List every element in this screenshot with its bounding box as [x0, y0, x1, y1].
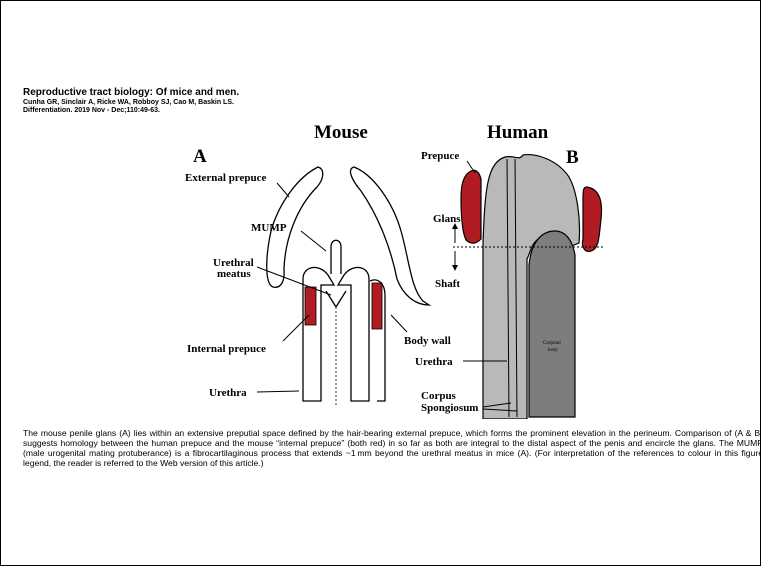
mouse-heading: Mouse	[314, 122, 368, 143]
label-corporal-body-line1: Corporal	[543, 341, 561, 346]
mouse-internal-prepuce-right	[372, 283, 382, 329]
label-corporal-body-line2: body	[548, 348, 559, 353]
anatomy-diagram: Mouse A External prepuce MUMP	[171, 119, 621, 419]
label-glans: Glans	[433, 213, 461, 225]
article-authors: Cunha GR, Sinclair A, Ricke WA, Robboy S…	[23, 99, 753, 107]
human-prepuce-right	[582, 187, 601, 251]
mouse-glans-right	[338, 267, 369, 401]
label-corpus-line2: Spongiosum	[421, 402, 478, 414]
human-heading: Human	[487, 122, 549, 143]
label-urethral-meatus-line2: meatus	[217, 268, 251, 280]
label-human-urethra: Urethra	[415, 356, 453, 368]
label-prepuce: Prepuce	[421, 150, 459, 162]
mouse-urethral-meatus	[326, 291, 346, 307]
panel-letter-a: A	[193, 146, 207, 167]
label-external-prepuce: External prepuce	[185, 172, 266, 184]
label-mump: MUMP	[251, 222, 287, 234]
human-corpus-cavernosum	[529, 231, 575, 417]
label-mouse-urethra: Urethra	[209, 387, 247, 399]
article-title: Reproductive tract biology: Of mice and …	[23, 87, 753, 99]
label-corpus-line1: Corpus	[421, 390, 457, 402]
mouse-mump	[331, 240, 341, 274]
label-body-wall: Body wall	[404, 335, 451, 347]
mouse-internal-prepuce-left	[305, 287, 316, 325]
human-prepuce-left	[461, 170, 481, 243]
citation-block: Reproductive tract biology: Of mice and …	[23, 87, 753, 115]
article-journal: Differentiation. 2019 Nov - Dec;110:49-6…	[23, 107, 753, 115]
figure-caption: The mouse penile glans (A) lies within a…	[23, 428, 761, 468]
label-shaft: Shaft	[435, 278, 460, 290]
panel-letter-b: B	[566, 147, 579, 168]
label-internal-prepuce: Internal prepuce	[187, 343, 266, 355]
figure: Mouse A External prepuce MUMP	[171, 119, 621, 419]
